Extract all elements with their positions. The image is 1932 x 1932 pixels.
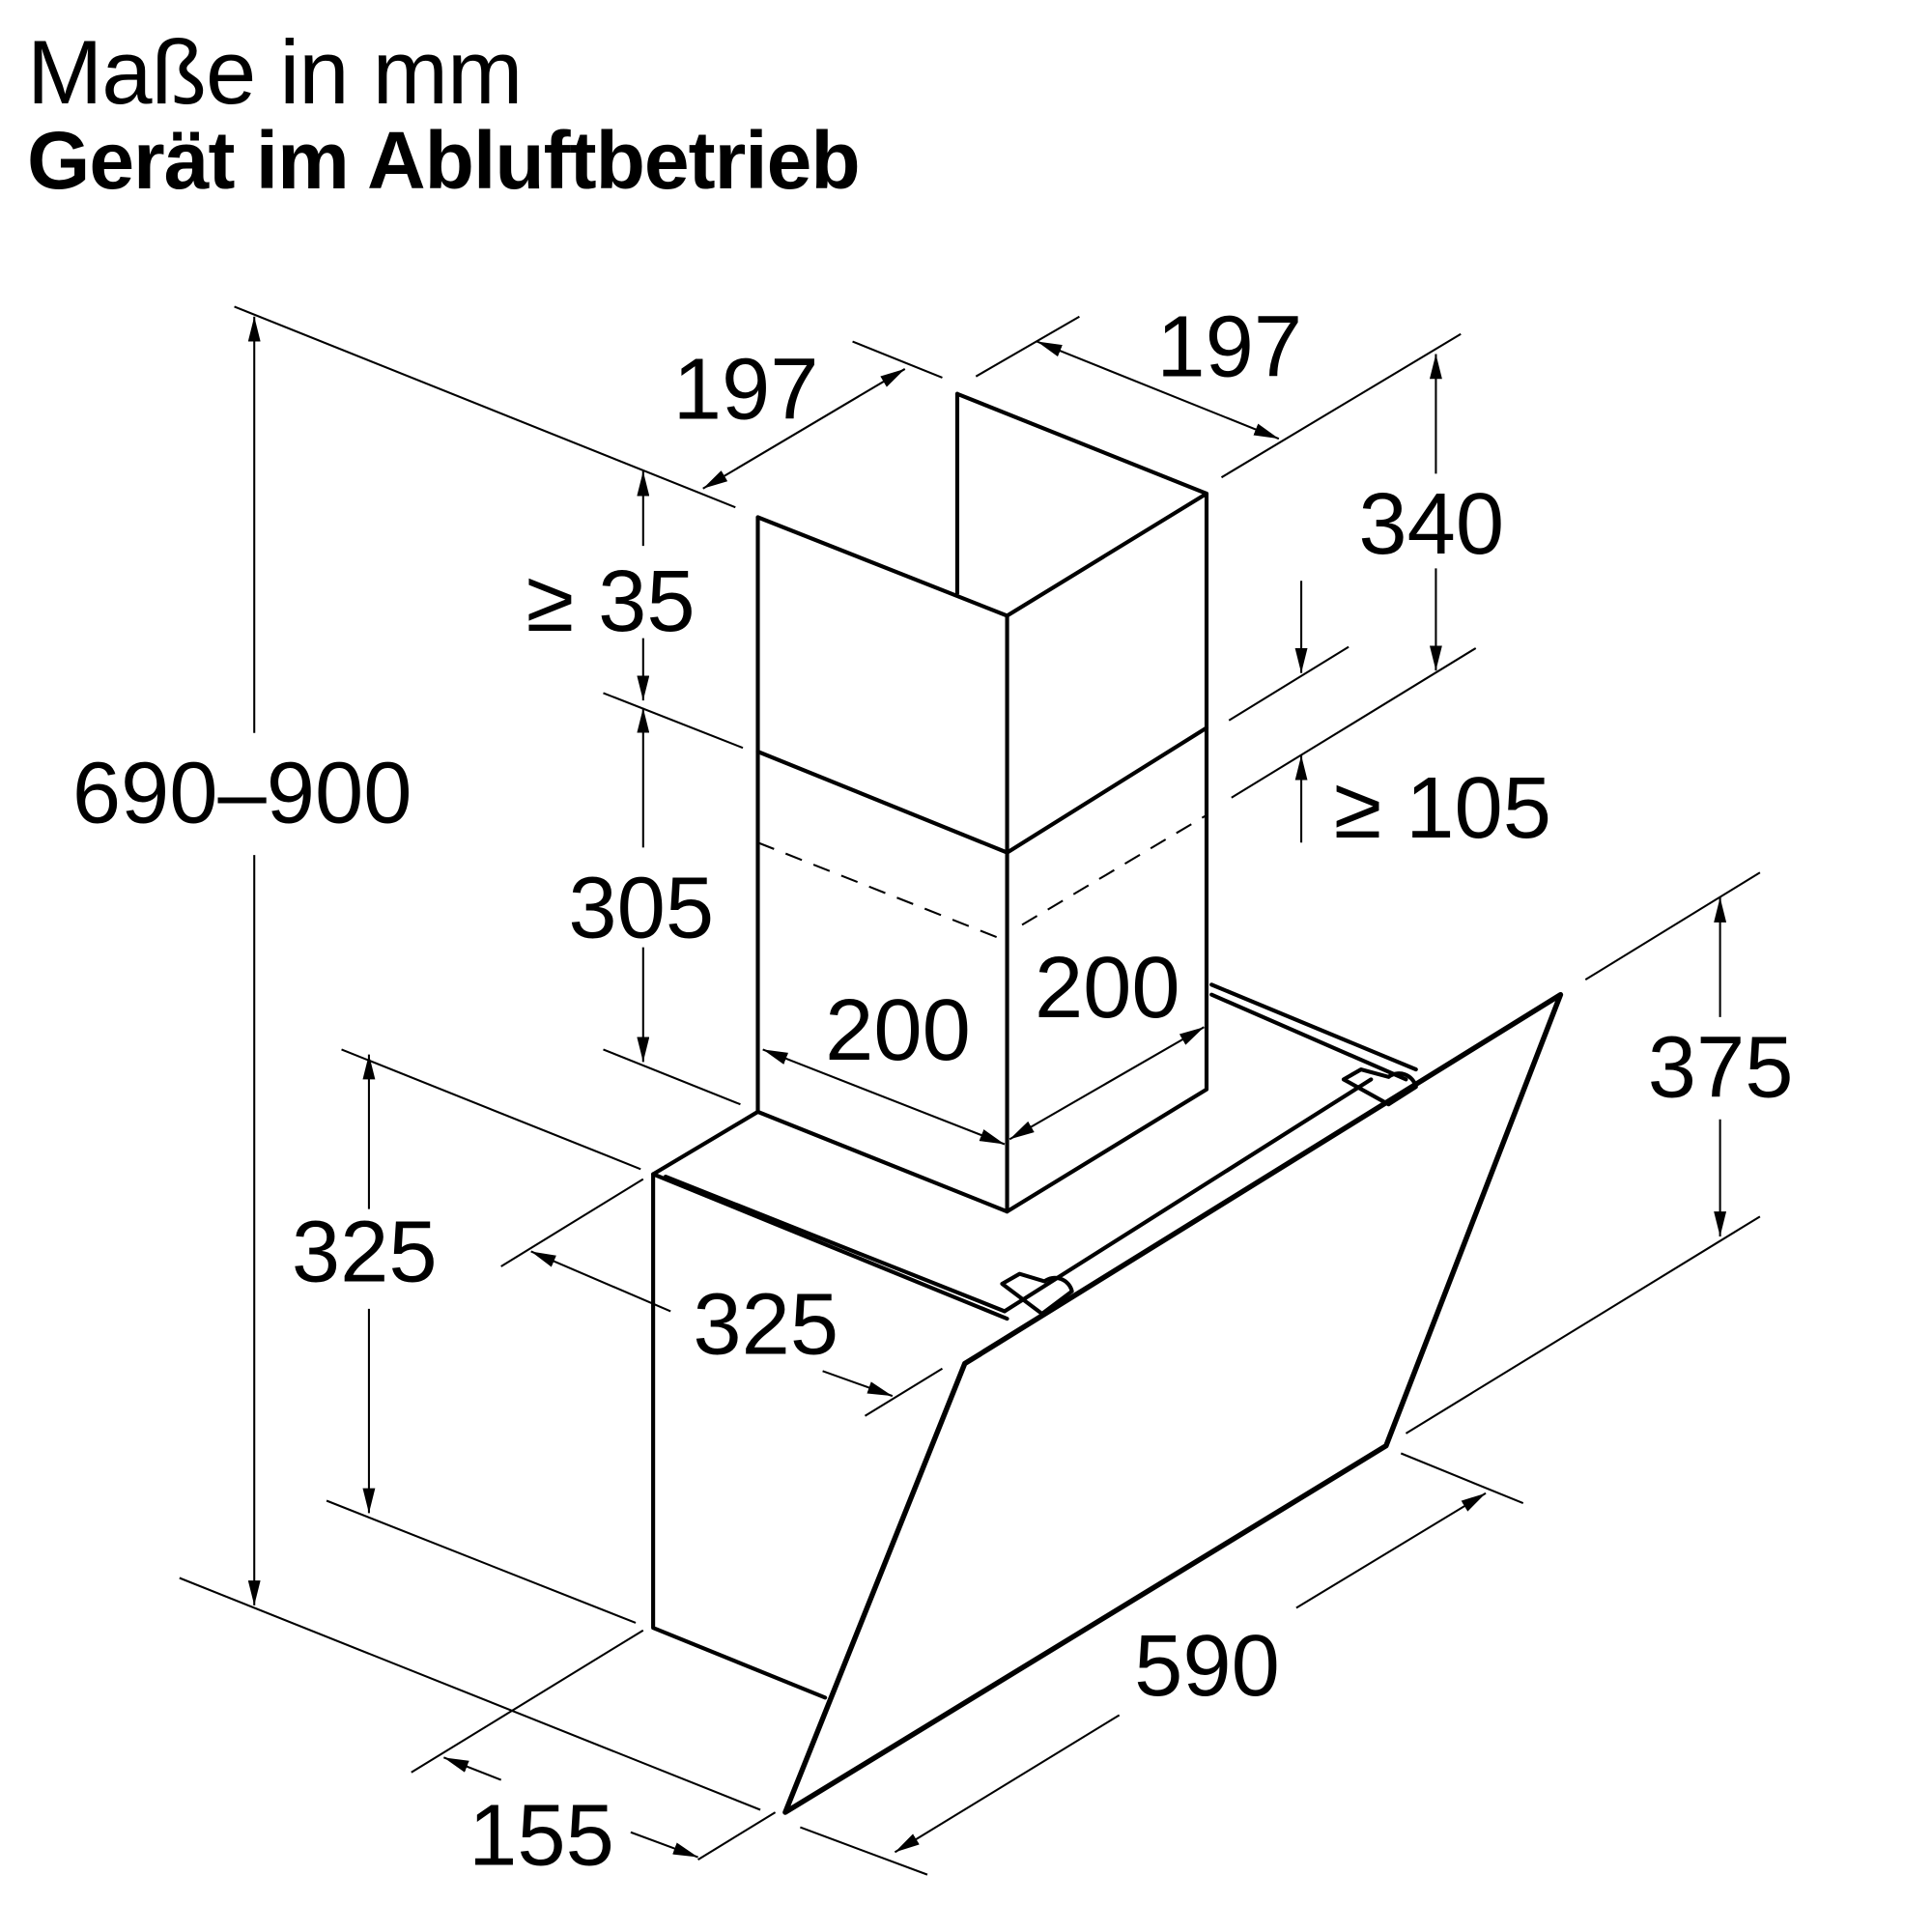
dim-chimney-lower-height: 305: [568, 859, 714, 956]
hood-body: [651, 982, 1418, 1700]
dim-ceiling-gap-min: ≥ 35: [526, 553, 696, 650]
dim-chimney-upper-height: 340: [1358, 475, 1504, 573]
dim-chimney-width-right: 197: [1156, 298, 1302, 396]
chimney-upper: [954, 391, 1209, 730]
dim-appliance-width: 590: [1134, 1617, 1280, 1715]
dim-duct-width-right: 200: [1035, 939, 1180, 1037]
dim-body-height: 325: [292, 1203, 438, 1300]
dimension-lines: [247, 316, 1727, 1859]
drawing-title: Gerät im Abluftbetrieb: [27, 115, 861, 206]
glass-panel: [782, 991, 1564, 1815]
chimney-lower: [755, 515, 1209, 1214]
units-caption: Maße in mm: [27, 21, 523, 123]
dim-glass-height: 375: [1648, 1018, 1794, 1116]
dim-glass-projection: 155: [469, 1786, 614, 1884]
extension-lines: [179, 305, 1761, 1876]
dim-total-height-range: 690–900: [72, 745, 412, 842]
dim-overlap-min: ≥ 105: [1334, 759, 1551, 857]
dim-body-depth: 325: [693, 1275, 838, 1373]
dim-chimney-width-left: 197: [673, 341, 819, 439]
dim-duct-width-left: 200: [825, 981, 971, 1079]
